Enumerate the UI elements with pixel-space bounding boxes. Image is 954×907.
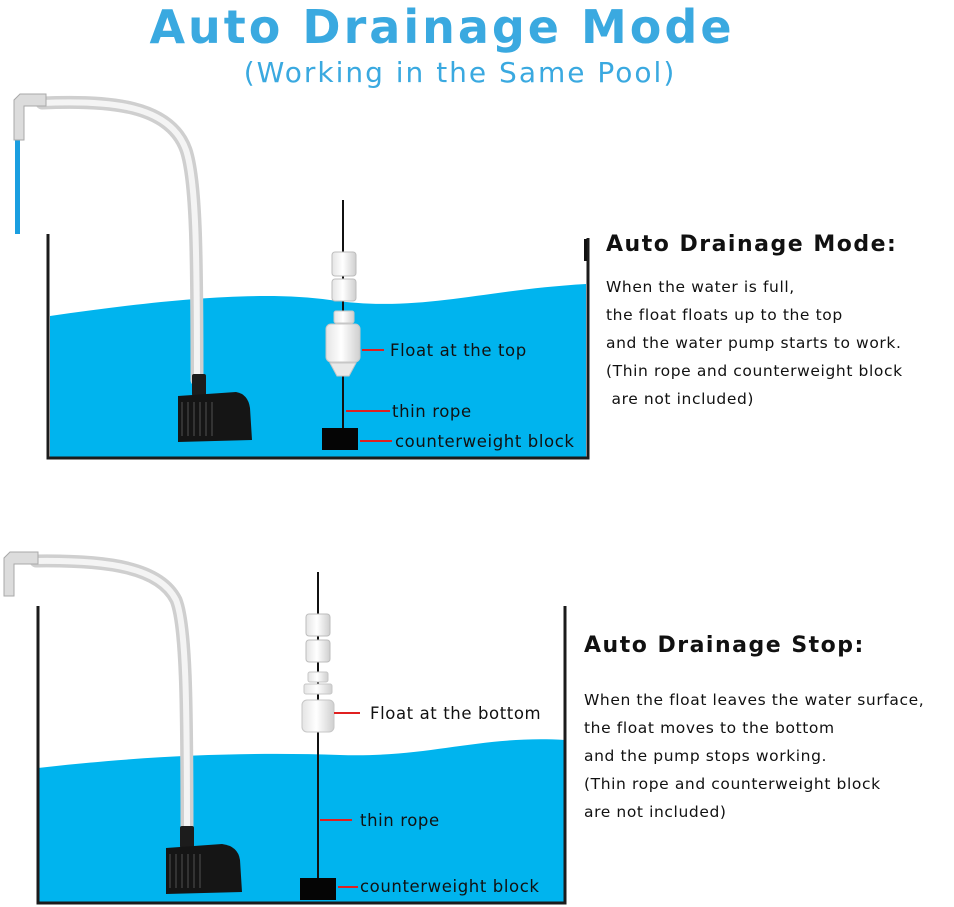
- description-line: are not included): [606, 390, 755, 408]
- counterweight-top: [322, 428, 358, 450]
- label-weight-top: counterweight block: [395, 432, 575, 451]
- label-float-top: Float at the top: [390, 341, 527, 360]
- float-switch-top: [325, 251, 361, 377]
- panel-bottom-illustration: [3, 551, 567, 905]
- description-line: and the water pump starts to work.: [606, 334, 902, 352]
- description-line: (Thin rope and counterweight block: [584, 775, 881, 793]
- description-line: the float floats up to the top: [606, 306, 843, 324]
- description-line: and the pump stops working.: [584, 747, 828, 765]
- heading-drainage-mode: Auto Drainage Mode:: [606, 232, 898, 257]
- description-drainage-mode: When the water is full, the float floats…: [606, 273, 903, 413]
- panel-top-illustration: [13, 93, 590, 460]
- description-line: (Thin rope and counterweight block: [606, 362, 903, 380]
- counterweight-bottom: [300, 878, 336, 900]
- description-line: are not included): [584, 803, 727, 821]
- elbow-bottom: [3, 551, 39, 597]
- pump-bottom: [166, 826, 242, 894]
- float-switch-bottom: [301, 613, 335, 733]
- label-rope-top: thin rope: [392, 402, 472, 421]
- label-float-bottom: Float at the bottom: [370, 704, 542, 723]
- heading-drainage-stop: Auto Drainage Stop:: [584, 633, 865, 658]
- text-marker-top: [584, 239, 587, 261]
- description-line: When the water is full,: [606, 278, 795, 296]
- tank-bottom: [36, 606, 567, 905]
- description-drainage-stop: When the float leaves the water surface,…: [584, 686, 924, 826]
- description-line: When the float leaves the water surface,: [584, 691, 925, 709]
- page-title: Auto Drainage Mode: [149, 0, 735, 54]
- description-line: the float moves to the bottom: [584, 719, 835, 737]
- label-weight-bottom: counterweight block: [360, 877, 540, 896]
- elbow-top: [13, 93, 47, 141]
- tank-top: [46, 234, 590, 460]
- page-subtitle: (Working in the Same Pool): [243, 56, 677, 89]
- outflow-stream-top: [15, 138, 20, 234]
- label-rope-bottom: thin rope: [360, 811, 440, 830]
- pump-top: [178, 374, 252, 442]
